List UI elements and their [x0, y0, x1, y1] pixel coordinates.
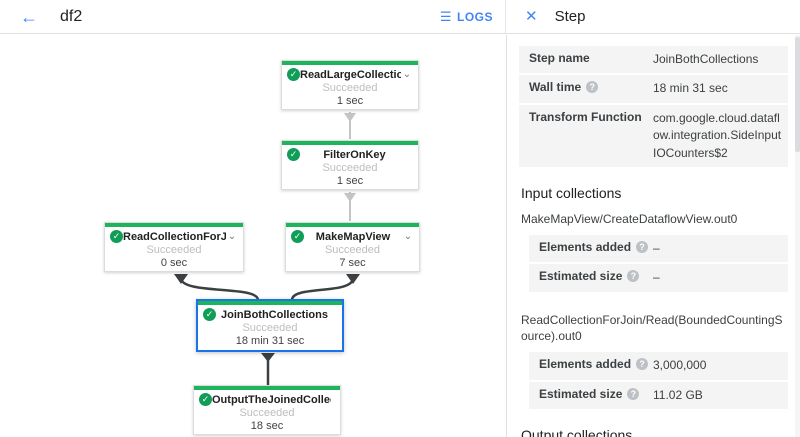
edge-arrow-icon	[344, 113, 356, 122]
output-collections-heading: Output collections	[521, 426, 633, 437]
chevron-down-icon[interactable]: ⌄	[403, 230, 413, 242]
help-icon[interactable]: ?	[636, 358, 649, 371]
detail-row-step-name: Step name JoinBothCollections	[519, 46, 788, 74]
node-success-bar	[194, 386, 340, 390]
edge-arrow-icon	[174, 274, 188, 284]
node-status: Succeeded	[322, 162, 378, 174]
edge-arrow-icon	[261, 353, 275, 362]
metric-value: 11.02 GB	[653, 387, 703, 402]
check-circle-icon: ✓	[203, 308, 216, 321]
collection-name: ReadCollectionForJoin/Read(BoundedCounti…	[521, 312, 783, 344]
check-circle-icon: ✓	[199, 393, 212, 406]
chevron-down-icon[interactable]: ⌄	[402, 68, 412, 80]
node-status: Succeeded	[322, 82, 378, 94]
detail-row-transform-function: Transform Function com.google.cloud.data…	[519, 104, 788, 167]
detail-value: JoinBothCollections	[653, 52, 759, 66]
node-status: Succeeded	[239, 407, 295, 419]
detail-row-wall-time: Wall time? 18 min 31 sec	[519, 75, 788, 103]
graph-node-outputthejoined[interactable]: ✓ OutputTheJoinedCollec... Succeeded 18 …	[193, 385, 341, 435]
metric-label: Elements added	[539, 357, 632, 372]
job-title: df2	[60, 7, 83, 25]
check-circle-icon: ✓	[287, 68, 300, 81]
graph-node-joinbothcollections[interactable]: ✓ JoinBothCollections Succeeded 18 min 3…	[196, 299, 344, 352]
node-success-bar	[286, 223, 419, 227]
graph-node-readlargecollection[interactable]: ✓ ReadLargeCollectionFr... ⌄ Succeeded 1…	[281, 60, 419, 110]
metric-value: 3,000,000	[653, 358, 707, 373]
metric-label: Estimated size	[539, 269, 623, 284]
graph-edges	[174, 112, 360, 385]
metric-row: Elements added? 3,000,000	[529, 352, 788, 380]
logs-button[interactable]: ☰ LOGS	[440, 10, 493, 24]
node-duration: 7 sec	[339, 257, 366, 269]
metric-row: Estimated size? –	[529, 264, 788, 292]
top-bar-left: ← df2 ☰ LOGS	[0, 0, 506, 33]
detail-value: 18 min 31 sec	[653, 81, 728, 96]
back-arrow-icon[interactable]: ←	[20, 6, 38, 27]
node-name: MakeMapView	[315, 230, 391, 243]
node-name: OutputTheJoinedCollec...	[212, 393, 331, 406]
scrollbar-thumb[interactable]	[795, 37, 800, 152]
input-collections-heading: Input collections	[521, 184, 622, 201]
node-success-bar	[105, 223, 243, 227]
close-icon[interactable]: ✕	[525, 8, 538, 25]
detail-label: Step name	[529, 51, 590, 65]
node-duration: 18 min 31 sec	[235, 335, 305, 347]
node-status: Succeeded	[146, 244, 202, 256]
job-graph-canvas: ✓ ReadLargeCollectionFr... ⌄ Succeeded 1…	[0, 35, 506, 437]
detail-value: com.google.cloud.dataflow.integration.Si…	[653, 110, 782, 160]
node-name: ReadLargeCollectionFr...	[300, 68, 401, 81]
metric-value: –	[653, 240, 660, 255]
edge-readcollection-join	[179, 277, 260, 301]
metric-row: Elements added? –	[529, 234, 788, 263]
help-icon[interactable]: ?	[627, 387, 640, 400]
node-name: FilterOnKey	[323, 148, 386, 161]
node-success-bar	[282, 141, 418, 145]
node-success-bar	[282, 61, 418, 65]
node-duration: 18 sec	[250, 420, 284, 432]
edge-arrow-icon	[346, 274, 360, 284]
help-icon[interactable]: ?	[627, 270, 640, 283]
help-icon[interactable]: ?	[586, 81, 599, 94]
metric-row: Estimated size? 11.02 GB	[529, 381, 788, 409]
graph-node-filteronkey[interactable]: ✓ FilterOnKey Succeeded 1 sec	[281, 140, 419, 190]
metric-label: Elements added	[539, 239, 632, 254]
node-name: ReadCollectionForJoin	[123, 230, 226, 243]
panel-title: Step	[554, 8, 586, 25]
logs-list-icon: ☰	[439, 9, 452, 24]
detail-label: Wall time	[529, 80, 582, 95]
node-success-bar	[198, 301, 342, 305]
top-bar: ← df2 ☰ LOGS ✕ Step	[0, 0, 800, 34]
graph-node-readcollectionforjoin[interactable]: ✓ ReadCollectionForJoin ⌄ Succeeded 0 se…	[104, 222, 244, 272]
step-details-panel: Step name JoinBothCollections Wall time?…	[506, 35, 800, 437]
collection-name: MakeMapView/CreateDataflowView.out0	[521, 211, 738, 226]
help-icon[interactable]: ?	[636, 240, 649, 253]
node-duration: 1 sec	[336, 95, 364, 107]
detail-label: Transform Function	[529, 109, 642, 124]
node-duration: 1 sec	[336, 175, 364, 187]
node-duration: 0 sec	[160, 257, 188, 269]
edge-arrow-icon	[344, 193, 356, 202]
panel-scrollbar[interactable]	[795, 35, 800, 437]
metric-label: Estimated size	[539, 386, 623, 401]
check-circle-icon: ✓	[291, 230, 304, 243]
node-status: Succeeded	[242, 322, 298, 334]
check-circle-icon: ✓	[287, 148, 300, 161]
graph-node-makemapview[interactable]: ✓ MakeMapView ⌄ Succeeded 7 sec	[285, 222, 420, 272]
node-status: Succeeded	[324, 244, 381, 256]
check-circle-icon: ✓	[110, 230, 123, 243]
logs-button-label: LOGS	[456, 9, 493, 24]
metric-value: –	[653, 270, 660, 285]
panel-header: ✕ Step	[506, 0, 800, 33]
chevron-down-icon[interactable]: ⌄	[227, 230, 237, 242]
node-name: JoinBothCollections	[221, 308, 328, 321]
edge-makemapview-join	[290, 277, 355, 301]
